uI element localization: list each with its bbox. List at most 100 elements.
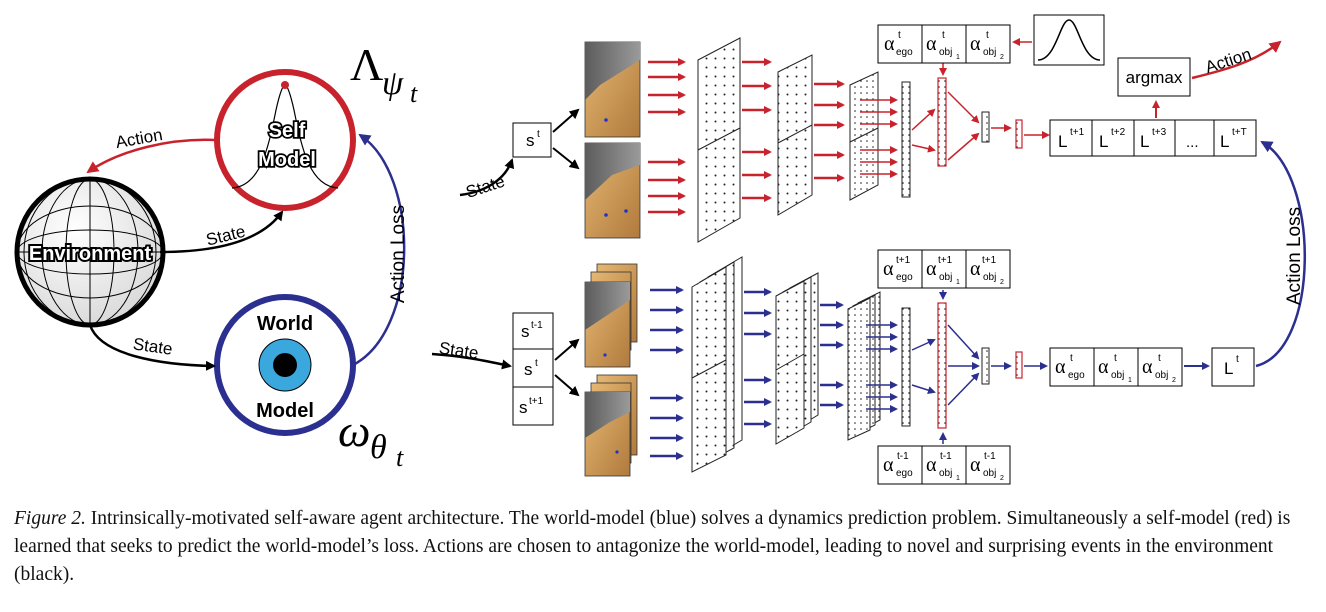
svg-text:ego: ego [1068, 370, 1085, 381]
action-loss-label-right: Action Loss [1284, 207, 1305, 305]
svg-text:α: α [926, 454, 937, 476]
svg-text:2: 2 [1000, 475, 1004, 482]
svg-text:obj: obj [939, 468, 952, 479]
svg-text:t: t [410, 79, 418, 108]
fc-column-bottom-3 [981, 347, 990, 385]
state-boxes-bottom: s t-1 s t s t+1 [512, 312, 554, 426]
world-model-label-line2: Model [256, 400, 314, 422]
omega-symbol: ω θ t [338, 405, 404, 472]
figure-label: Figure 2. [14, 508, 86, 529]
loss-sequence: L t+1 L t+2 L t+3 ... L t+T [1049, 119, 1257, 157]
svg-text:α: α [1055, 356, 1066, 378]
fc-column-top-1 [901, 81, 911, 198]
alpha-box-output-obj1: α t obj 1 [1093, 347, 1139, 387]
action-label-left: Action [114, 125, 164, 152]
state-arrow-top-right [459, 158, 515, 197]
red-flow-arrows [648, 58, 1050, 216]
svg-text:L: L [1140, 132, 1149, 151]
svg-text:ego: ego [896, 47, 913, 58]
svg-text:α: α [1098, 356, 1109, 378]
svg-text:t+1: t+1 [1070, 127, 1085, 138]
svg-text:t-1: t-1 [531, 320, 543, 331]
svg-text:Λ: Λ [350, 39, 383, 90]
conv-layer-bottom-3 [847, 291, 881, 441]
svg-text:t+1: t+1 [938, 255, 953, 266]
svg-text:t+1: t+1 [896, 255, 911, 266]
split-arrow-top-2 [552, 147, 580, 170]
svg-text:s: s [521, 322, 530, 341]
blue-flow-arrows [650, 286, 1210, 460]
figure-caption: Figure 2. Intrinsically-motivated self-a… [14, 505, 1314, 589]
svg-text:t-1: t-1 [897, 451, 909, 462]
svg-text:α: α [883, 258, 894, 280]
gaussian-box [1033, 14, 1105, 66]
svg-text:obj: obj [1155, 370, 1168, 381]
conv-layer-top-3 [849, 71, 879, 201]
svg-text:s: s [519, 398, 528, 417]
svg-text:obj: obj [939, 47, 952, 58]
svg-text:1: 1 [956, 475, 960, 482]
alpha-box-prev-obj2: α t-1 obj 2 [965, 445, 1011, 485]
svg-text:t: t [535, 358, 538, 369]
svg-text:t: t [898, 30, 901, 41]
action-label-right: Action [1203, 44, 1254, 77]
svg-text:t: t [1236, 354, 1239, 365]
svg-text:t+2: t+2 [1111, 127, 1126, 138]
alpha-box-prev-obj1: α t-1 obj 1 [921, 445, 967, 485]
alpha-box-output-ego: α t ego [1049, 347, 1095, 387]
split-arrow-bottom-2 [554, 374, 580, 397]
svg-text:1: 1 [1128, 377, 1132, 384]
alpha-box-prev-ego: α t-1 ego [877, 445, 923, 485]
alpha-box-next-obj1: α t+1 obj 1 [921, 249, 967, 289]
svg-text:α: α [926, 33, 937, 55]
svg-text:t-1: t-1 [984, 451, 996, 462]
svg-text:t: t [1158, 353, 1161, 364]
svg-text:1: 1 [956, 279, 960, 286]
lambda-symbol: Λ ψ t [350, 39, 418, 108]
state-label-bottom: State [132, 334, 174, 358]
conv-layer-top-1 [697, 37, 741, 243]
caption-text: Intrinsically-motivated self-aware agent… [14, 508, 1291, 585]
alpha-box-top-obj1: α t obj 1 [921, 24, 967, 64]
svg-text:L: L [1099, 132, 1108, 151]
fc-column-top-2 [937, 77, 947, 167]
svg-text:1: 1 [956, 54, 960, 61]
svg-text:L: L [1058, 132, 1067, 151]
split-arrow-top-1 [552, 108, 580, 133]
game-frame-top-1 [584, 41, 641, 138]
svg-text:α: α [926, 258, 937, 280]
state-arrow-bottom [88, 324, 216, 371]
svg-text:L: L [1220, 132, 1229, 151]
svg-text:θ: θ [370, 429, 387, 466]
fc-column-bottom-4 [1015, 351, 1023, 379]
svg-text:t-1: t-1 [940, 451, 952, 462]
game-frame-stack-bottom-1 [584, 263, 638, 368]
state-label-bottom-right: State [438, 338, 480, 362]
self-model-circle [214, 69, 356, 211]
svg-text:s: s [524, 360, 533, 379]
loss-box-bottom: L t [1211, 347, 1255, 387]
state-box-top: s t [512, 122, 552, 158]
svg-text:2: 2 [1000, 279, 1004, 286]
svg-text:2: 2 [1000, 54, 1004, 61]
game-frame-stack-bottom-2 [584, 374, 638, 477]
svg-text:obj: obj [983, 47, 996, 58]
svg-text:t: t [396, 443, 404, 472]
argmax-box: argmax [1117, 57, 1191, 97]
svg-text:ego: ego [896, 272, 913, 283]
world-model-eye-pupil [273, 353, 297, 377]
state-arrow-top [159, 210, 284, 254]
conv-layer-bottom-2 [775, 272, 819, 445]
self-model-label-line1: Self [269, 120, 306, 142]
action-arrow-right [1191, 40, 1282, 80]
svg-text:t+1: t+1 [982, 255, 997, 266]
svg-text:t+1: t+1 [529, 396, 544, 407]
svg-text:α: α [1142, 356, 1153, 378]
state-arrow-bottom-right [431, 352, 512, 370]
action-loss-arrow-right [1255, 140, 1306, 368]
architecture-diagram: Environment Self Model World Model Actio… [14, 14, 1306, 485]
alpha-box-top-obj2: α t obj 2 [965, 24, 1011, 64]
svg-text:obj: obj [983, 468, 996, 479]
self-model-label-line2: Model [258, 149, 316, 171]
game-frame-top-2 [584, 142, 641, 239]
